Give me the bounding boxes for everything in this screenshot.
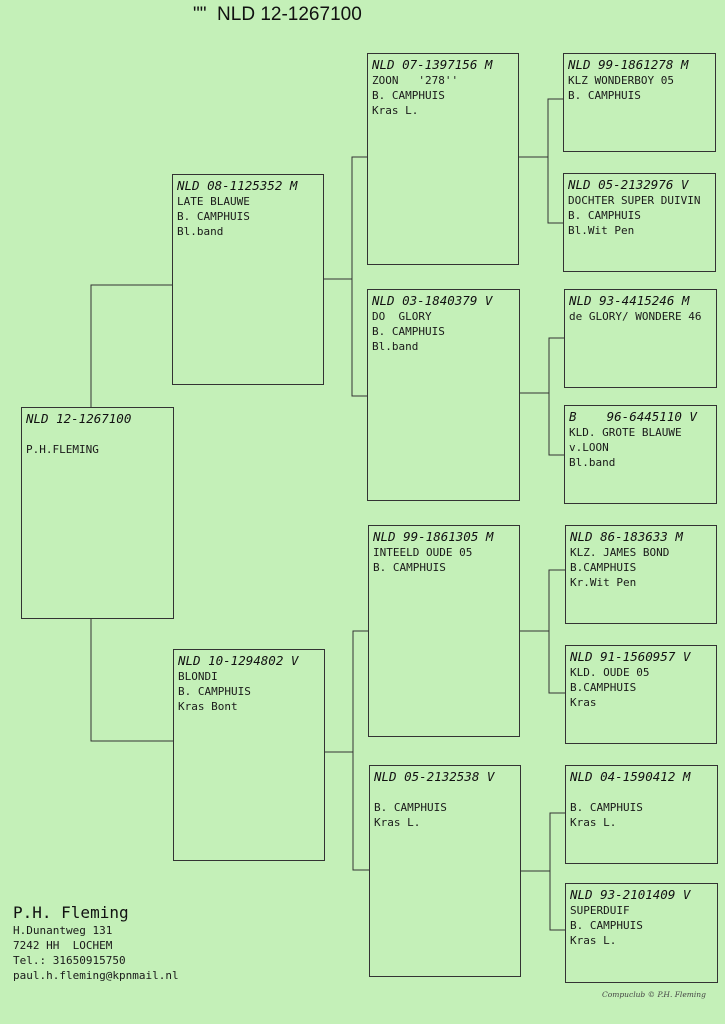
ring-number: B 96-6445110 V <box>569 409 697 424</box>
owner-email: paul.h.fleming@kpnmail.nl <box>13 969 179 982</box>
pigeon-name: LATE BLAUWE <box>177 195 250 208</box>
pigeon-name: KLZ WONDERBOY 05 <box>568 74 674 87</box>
pigeon-name: ZOON '278'' <box>372 74 459 87</box>
pigeon-breeder: B. CAMPHUIS <box>372 89 445 102</box>
pigeon-breeder: B. CAMPHUIS <box>177 210 250 223</box>
pigeon-name: DOCHTER SUPER DUIVIN <box>568 194 701 207</box>
pigeon-breeder: B. CAMPHUIS <box>373 561 446 574</box>
pigeon-color: Kras Bont <box>178 700 238 713</box>
pigeon-card-fmm: B 96-6445110 V KLD. GROTE BLAUWE v.LOON … <box>564 405 717 504</box>
ring-number: NLD 04-1590412 M <box>570 769 691 784</box>
pigeon-color: Kras <box>570 696 597 709</box>
pigeon-color: Kr.Wit Pen <box>570 576 637 589</box>
ring-number: NLD 08-1125352 M <box>177 178 298 193</box>
owner-phone: Tel.: 31650915750 <box>13 954 126 967</box>
owner-contact: P.H. Fleming H.Dunantweg 131 7242 HH LOC… <box>13 903 179 983</box>
pigeon-color: Bl.band <box>569 456 616 469</box>
ring-number: NLD 05-2132538 V <box>374 769 495 784</box>
ring-number: NLD 99-1861305 M <box>373 529 494 544</box>
pigeon-card-mm: NLD 05-2132538 V B. CAMPHUIS Kras L. <box>369 765 521 977</box>
ring-number: NLD 05-2132976 V <box>568 177 689 192</box>
pigeon-breeder: v.LOON <box>569 441 609 454</box>
pigeon-color: Bl.Wit Pen <box>568 224 635 237</box>
pigeon-name: de GLORY/ WONDERE 46 <box>569 310 702 323</box>
pigeon-card-fff: NLD 99-1861278 M KLZ WONDERBOY 05 B. CAM… <box>563 53 716 152</box>
pigeon-breeder: B. CAMPHUIS <box>570 801 643 814</box>
pigeon-card-mmf: NLD 04-1590412 M B. CAMPHUIS Kras L. <box>565 765 718 864</box>
pigeon-color: Kras L. <box>374 816 421 829</box>
pigeon-breeder: P.H.FLEMING <box>26 443 99 456</box>
owner-address: H.Dunantweg 131 <box>13 924 113 937</box>
pigeon-breeder: B.CAMPHUIS <box>570 681 637 694</box>
owner-name: P.H. Fleming <box>13 903 129 922</box>
pigeon-name: KLZ. JAMES BOND <box>570 546 670 559</box>
pigeon-color: Bl.band <box>177 225 224 238</box>
pigeon-name: INTEELD OUDE 05 <box>373 546 473 559</box>
pigeon-name <box>570 785 713 800</box>
pigeon-card-mmm: NLD 93-2101409 V SUPERDUIF B. CAMPHUIS K… <box>565 883 718 983</box>
pigeon-breeder: B. CAMPHUIS <box>570 919 643 932</box>
pigeon-breeder: B.CAMPHUIS <box>570 561 637 574</box>
pigeon-breeder: B. CAMPHUIS <box>178 685 251 698</box>
pigeon-card-father: NLD 08-1125352 M LATE BLAUWE B. CAMPHUIS… <box>172 174 324 385</box>
pigeon-name <box>26 427 169 442</box>
ring-number: NLD 03-1840379 V <box>372 293 493 308</box>
pigeon-color: Kras L. <box>372 104 419 117</box>
owner-city: 7242 HH LOCHEM <box>13 939 113 952</box>
pigeon-name: SUPERDUIF <box>570 904 630 917</box>
ring-number: NLD 10-1294802 V <box>178 653 299 668</box>
pigeon-name: DO GLORY <box>372 310 432 323</box>
pigeon-name: BLONDI <box>178 670 218 683</box>
pigeon-card-ff: NLD 07-1397156 M ZOON '278'' B. CAMPHUIS… <box>367 53 519 265</box>
ring-number: NLD 99-1861278 M <box>568 57 689 72</box>
pedigree-title: "" NLD 12-1267100 <box>193 4 362 25</box>
ring-number: NLD 91-1560957 V <box>570 649 691 664</box>
pigeon-color: Bl.band <box>372 340 419 353</box>
ring-number: NLD 12-1267100 <box>26 411 132 426</box>
pigeon-card-subject: NLD 12-1267100 P.H.FLEMING <box>21 407 174 619</box>
ring-number: NLD 93-2101409 V <box>570 887 691 902</box>
pigeon-name <box>374 785 516 800</box>
pigeon-card-ffm: NLD 05-2132976 V DOCHTER SUPER DUIVIN B.… <box>563 173 716 272</box>
pigeon-color: Kras L. <box>570 816 617 829</box>
pigeon-breeder: B. CAMPHUIS <box>568 209 641 222</box>
pigeon-breeder: B. CAMPHUIS <box>372 325 445 338</box>
pigeon-card-fm: NLD 03-1840379 V DO GLORY B. CAMPHUIS Bl… <box>367 289 520 501</box>
pigeon-card-mother: NLD 10-1294802 V BLONDI B. CAMPHUIS Kras… <box>173 649 325 861</box>
pigeon-color: Kras L. <box>570 934 617 947</box>
pigeon-breeder: B. CAMPHUIS <box>374 801 447 814</box>
ring-number: NLD 07-1397156 M <box>372 57 493 72</box>
pigeon-breeder: B. CAMPHUIS <box>568 89 641 102</box>
pigeon-card-mfm: NLD 91-1560957 V KLD. OUDE 05 B.CAMPHUIS… <box>565 645 717 744</box>
pigeon-card-mff: NLD 86-183633 M KLZ. JAMES BOND B.CAMPHU… <box>565 525 717 624</box>
footer-copyright: Compuclub © P.H. Fleming <box>602 990 706 999</box>
pigeon-card-fmf: NLD 93-4415246 M de GLORY/ WONDERE 46 <box>564 289 717 388</box>
ring-number: NLD 86-183633 M <box>570 529 683 544</box>
pigeon-name: KLD. GROTE BLAUWE <box>569 426 682 439</box>
ring-number: NLD 93-4415246 M <box>569 293 690 308</box>
pigeon-name: KLD. OUDE 05 <box>570 666 650 679</box>
pigeon-card-mf: NLD 99-1861305 M INTEELD OUDE 05 B. CAMP… <box>368 525 520 737</box>
